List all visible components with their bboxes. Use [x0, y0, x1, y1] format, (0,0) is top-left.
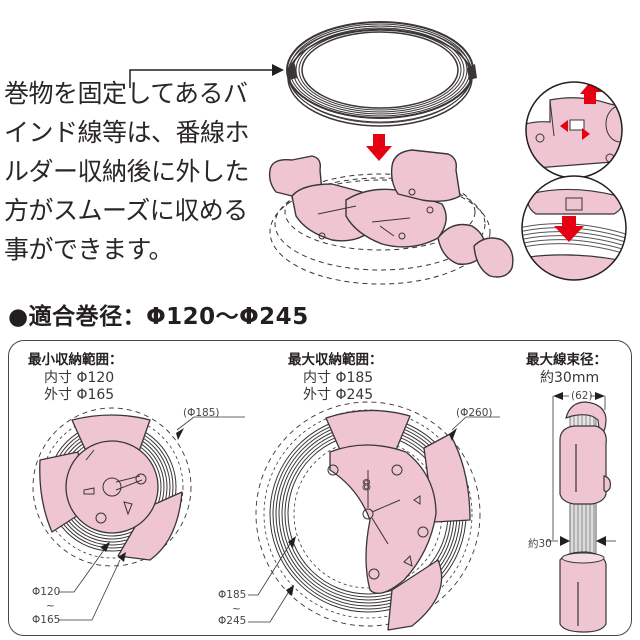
- max-range-dim-bottom: Φ245: [218, 615, 247, 627]
- max-range-inner: 内寸 Φ185: [303, 370, 374, 386]
- max-range-callout: (Φ260): [456, 407, 493, 419]
- spec-heading: ●適合巻径：Φ120～Φ245: [8, 304, 309, 330]
- bundle-value: 約30mm: [540, 370, 600, 386]
- wire-coil-illustration: [286, 21, 477, 127]
- spec-panel: [8, 340, 632, 636]
- max-range-outer: 外寸 Φ245: [303, 387, 374, 403]
- down-arrow-icon: [366, 134, 392, 161]
- max-range-dim-tilde: ~: [232, 603, 241, 615]
- bundle-width-label: (62): [571, 390, 593, 402]
- min-range-title: 最小収納範囲：: [28, 352, 123, 368]
- bundle-title: 最大線束径：: [526, 352, 607, 368]
- intro-note: 巻物を固定してあるバ インド線等は、番線ホ ルダー収納後に外した 方がスムーズに…: [4, 79, 250, 264]
- min-range-inner: 内寸 Φ120: [44, 370, 115, 386]
- min-range-dim-top: Φ120: [32, 586, 61, 598]
- min-range-dim-bottom: Φ165: [32, 614, 61, 626]
- detail-release-illustration: [525, 81, 623, 179]
- max-range-dim-top: Φ185: [218, 589, 247, 601]
- max-range-title: 最大収納範囲：: [288, 352, 383, 368]
- min-range-callout: (Φ185): [183, 407, 220, 419]
- min-range-dim-tilde: ~: [46, 600, 55, 612]
- holder-assembly-illustration: [268, 149, 514, 285]
- bundle-diameter-label: 約30: [528, 538, 552, 550]
- detail-insert-illustration: [521, 175, 627, 281]
- min-range-outer: 外寸 Φ165: [44, 387, 115, 403]
- svg-text:8: 8: [362, 478, 371, 494]
